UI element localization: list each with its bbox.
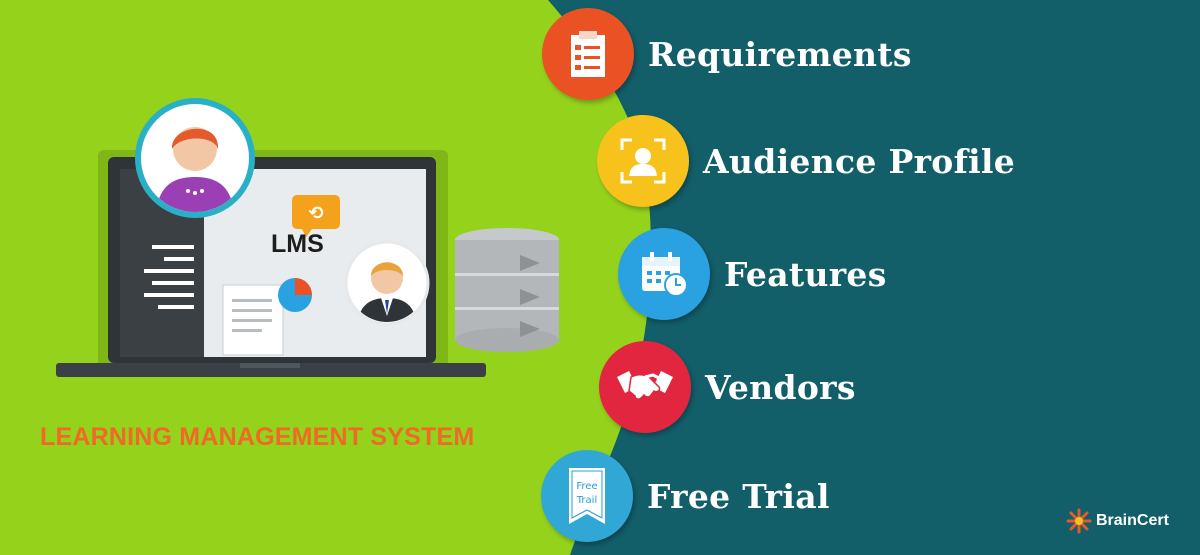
laptop-hinge <box>240 363 300 368</box>
item-label: Audience Profile <box>703 141 1016 181</box>
item-audience-profile: Audience Profile <box>597 115 1015 207</box>
calendar-clock-icon <box>618 228 710 320</box>
man-avatar <box>344 240 430 326</box>
laptop-base <box>56 363 486 377</box>
item-requirements: Requirements <box>542 8 912 100</box>
item-label: Vendors <box>705 367 856 407</box>
free-trial-tag-icon: Free Trail <box>541 450 633 542</box>
braincert-logo-icon <box>1066 508 1092 534</box>
document-icon <box>222 284 284 356</box>
trial-badge-line2: Trail <box>576 495 598 506</box>
trial-badge-line1: Free <box>576 481 598 492</box>
svg-text:⟲: ⟲ <box>308 203 323 224</box>
handshake-icon <box>599 341 691 433</box>
item-features: Features <box>618 228 887 320</box>
brand: BrainCert <box>1066 508 1169 534</box>
database-icon <box>455 228 559 352</box>
right-teal-panel <box>548 0 1200 555</box>
lms-label: LMS <box>271 230 324 258</box>
item-vendors: Vendors <box>599 341 856 433</box>
checklist-icon <box>542 8 634 100</box>
item-free-trial: Free Trail Free Trial <box>541 450 830 542</box>
menu-lines-icon <box>144 245 194 309</box>
item-label: Requirements <box>648 34 912 74</box>
item-label: Features <box>724 254 887 294</box>
brand-name: BrainCert <box>1096 512 1169 529</box>
trial-ribbon: Free Trail <box>567 468 607 524</box>
chat-bubble-icon: ⟲ <box>292 195 340 237</box>
woman-avatar <box>135 98 255 218</box>
profile-icon <box>597 115 689 207</box>
item-label: Free Trial <box>647 476 830 516</box>
page-title: LEARNING MANAGEMENT SYSTEM <box>40 423 475 451</box>
pie-chart-icon <box>278 278 312 312</box>
